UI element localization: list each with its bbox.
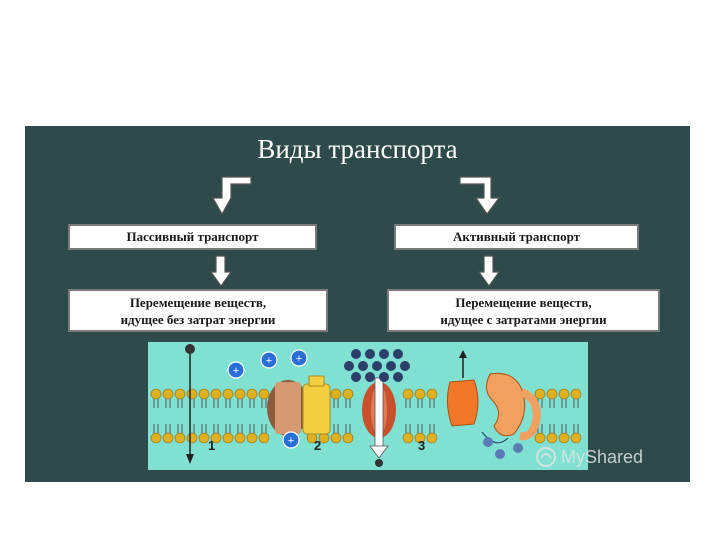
lipid-head (414, 432, 426, 444)
watermark-text: MyShared (561, 446, 644, 467)
lipid-head (246, 432, 258, 444)
lipid-head (342, 432, 354, 444)
lipid-head (258, 388, 270, 400)
channel-protein-brown (267, 380, 309, 436)
passive-description-line2: идущее без затрат энергии (120, 312, 276, 327)
lipid-head (174, 432, 186, 444)
lipid-head (570, 388, 582, 400)
active-transport-box: Активный транспорт (394, 224, 639, 250)
lipid-head (234, 388, 246, 400)
passive-transport-label: Пассивный транспорт (126, 229, 259, 244)
passive-description-line1: Перемещение веществ, (129, 295, 267, 310)
ion (282, 431, 300, 449)
arrow-active-down (477, 255, 501, 288)
lipid-head (546, 432, 558, 444)
mark-3: 3 (418, 438, 425, 453)
lipid-head (330, 432, 342, 444)
arrow-title-to-passive (211, 176, 252, 216)
lipid-head (198, 432, 210, 444)
ion-charge: + (288, 435, 294, 447)
lipid-head (198, 388, 210, 400)
slide-title: Виды транспорта (257, 134, 458, 164)
lipid-head (534, 432, 546, 444)
lipid-head (558, 432, 570, 444)
ion (227, 361, 245, 379)
active-description-line2: идущее с затратами энергии (440, 312, 607, 327)
lipid-head (150, 432, 162, 444)
lipid-head (186, 388, 198, 400)
lipid-head (162, 388, 174, 400)
lipid-head (546, 388, 558, 400)
lipid-head (162, 432, 174, 444)
lipid-head (414, 388, 426, 400)
watermark: MyShared (535, 442, 643, 472)
lipid-head (342, 388, 354, 400)
channel-protein-yellow (302, 375, 331, 435)
lipid-head (426, 388, 438, 400)
lipid-head (534, 388, 546, 400)
facilitated-diffusion-arrow (369, 377, 389, 467)
lipid-head (150, 388, 162, 400)
lipid-head (258, 432, 270, 444)
passive-description-box: Перемещение веществ, идущее без затрат э… (68, 289, 328, 332)
mark-1: 1 (208, 438, 215, 453)
lipid-head (234, 432, 246, 444)
active-description-line1: Перемещение веществ, (455, 295, 592, 310)
active-description-box: Перемещение веществ, идущее с затратами … (387, 289, 660, 332)
lipid-head (558, 388, 570, 400)
lipid-head (402, 388, 414, 400)
membrane-illustration: + + + + 1 2 3 (148, 342, 588, 470)
lipid-head (330, 388, 342, 400)
ion (290, 349, 308, 367)
passive-transport-box: Пассивный транспорт (68, 224, 317, 250)
lipid-head (570, 432, 582, 444)
lipid-head (210, 388, 222, 400)
lipid-head (246, 388, 258, 400)
ion-group: + + + + (227, 349, 308, 449)
arrow-passive-down (209, 255, 233, 288)
lipid-head (222, 432, 234, 444)
lipid-head (402, 432, 414, 444)
ion (260, 351, 278, 369)
active-transport-label: Активный транспорт (452, 229, 581, 244)
molecule-cluster (344, 349, 410, 382)
lipid-bilayer (150, 388, 582, 444)
ion-charge: + (266, 355, 272, 367)
simple-diffusion-path (185, 344, 195, 464)
lipid-head (186, 432, 198, 444)
flow-arrows (209, 176, 501, 288)
mark-2: 2 (314, 438, 321, 453)
pump-ions (483, 437, 523, 459)
slide: Виды транспорта Пассивный транспорт Акти… (25, 126, 690, 482)
ion-charge: + (296, 353, 302, 365)
lipid-head (222, 388, 234, 400)
ion-charge: + (233, 365, 239, 377)
lipid-head (426, 432, 438, 444)
lipid-head (174, 388, 186, 400)
lipid-head (210, 432, 222, 444)
ion-pump (446, 350, 541, 444)
myshared-logo-icon (536, 447, 556, 467)
arrow-title-to-active (459, 176, 501, 216)
